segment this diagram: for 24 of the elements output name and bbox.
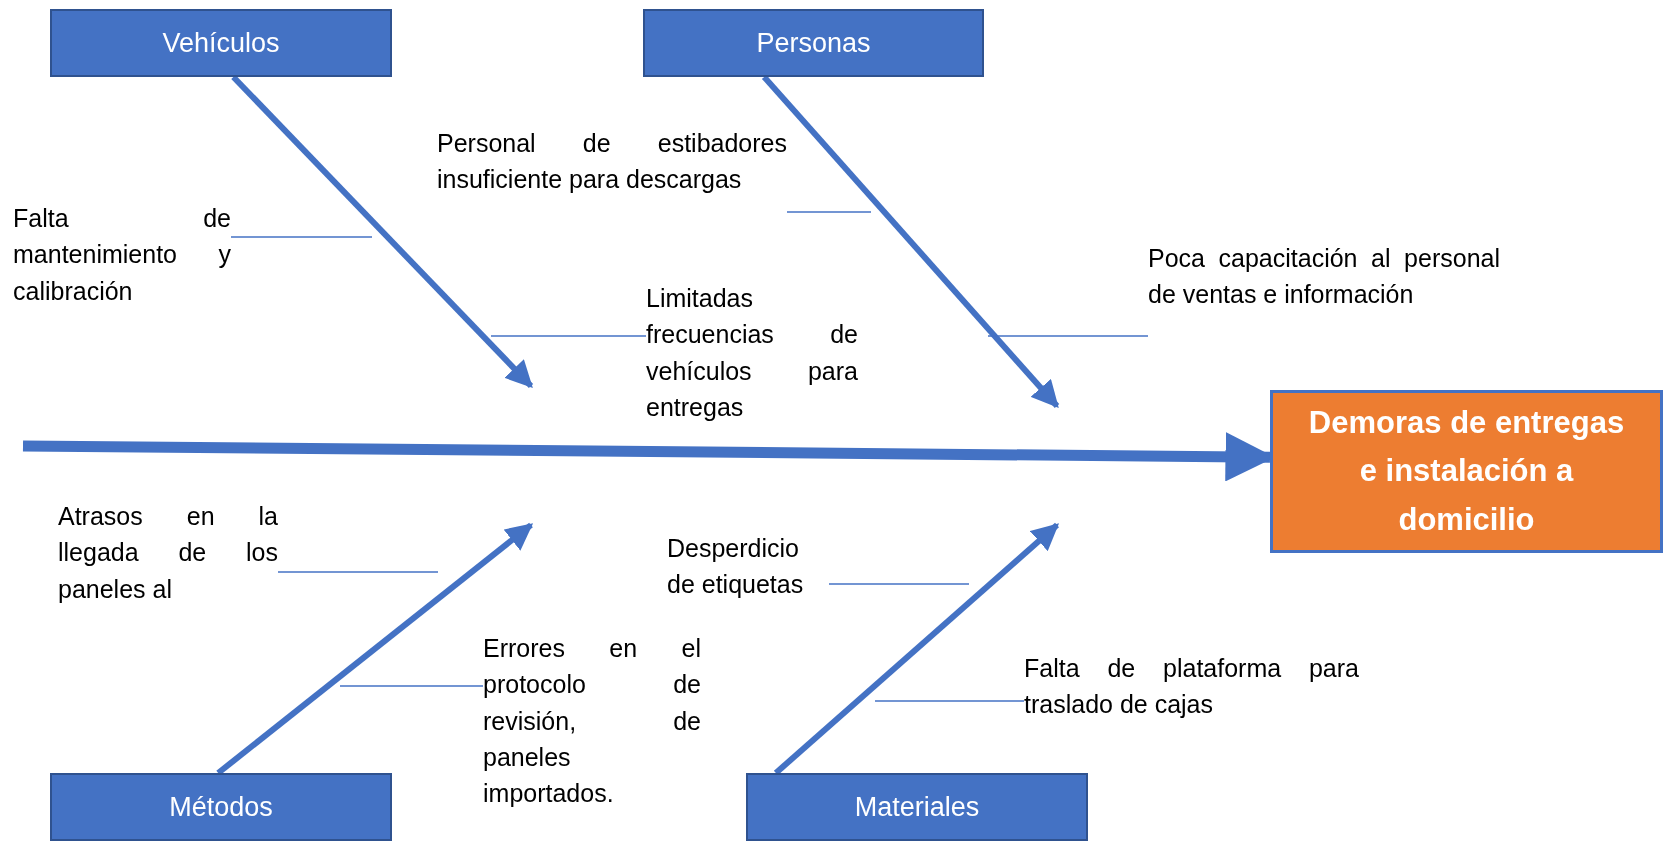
cause-text: Errores en el protocolo de revisión, de paneles importados.	[483, 630, 701, 812]
category-box: Personas	[643, 9, 984, 77]
cause-text: Personal de estibadores insuficiente para descargas	[437, 125, 787, 198]
leader-line	[874, 700, 1025, 702]
leader-line	[786, 211, 872, 213]
leader-line	[987, 335, 1149, 337]
cause-text: Limitadas frecuencias de vehículos para entregas	[646, 280, 858, 425]
cause-text: Falta de mantenimiento y calibración	[13, 200, 231, 309]
category-box: Materiales	[746, 773, 1088, 841]
leader-line	[828, 583, 970, 585]
bone-arrow	[216, 522, 534, 776]
cause-text: Atrasos en la llegada de los paneles al	[58, 498, 278, 607]
bone-arrow	[761, 75, 1060, 408]
category-box: Métodos	[50, 773, 392, 841]
leader-line	[230, 236, 373, 238]
effect-box: Demoras de entregas e instalación a domicilio	[1270, 390, 1663, 553]
bone-arrow	[773, 522, 1059, 776]
cause-text: Poca capacitación al personal de ventas e información	[1148, 240, 1500, 313]
category-box: Vehículos	[50, 9, 392, 77]
leader-line	[277, 571, 439, 573]
leader-line	[490, 335, 647, 337]
cause-text: Falta de plataforma para traslado de cajas	[1024, 650, 1359, 723]
cause-text: Desperdicio de etiquetas	[667, 530, 829, 603]
leader-line	[339, 685, 484, 687]
